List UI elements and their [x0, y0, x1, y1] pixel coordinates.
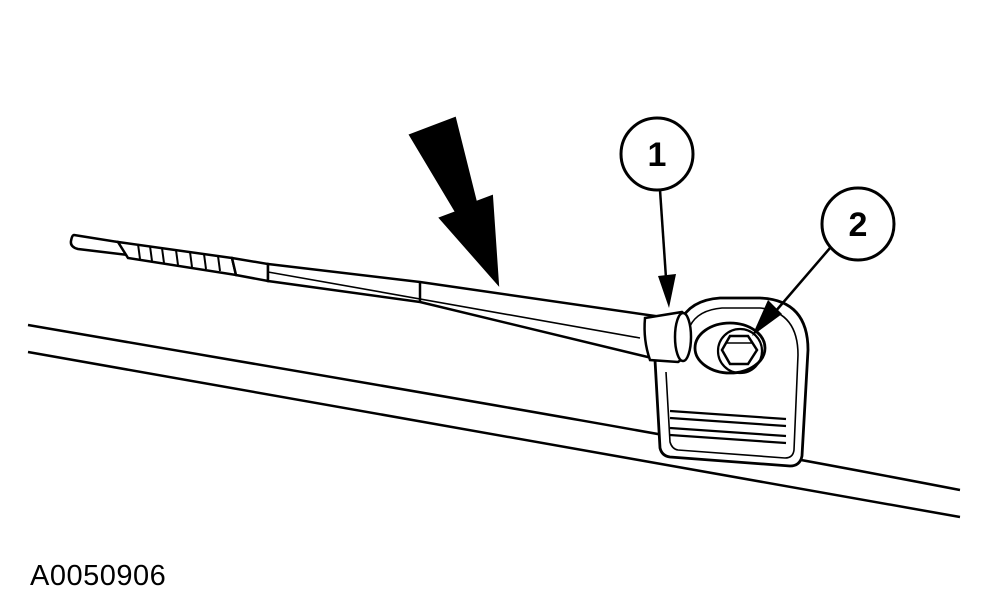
- callout-2-circle: [820, 186, 896, 262]
- cowl-top-edge: [27, 323, 961, 492]
- rib-2-top: [669, 426, 787, 438]
- nut-washer: [716, 327, 764, 375]
- arm-body: [266, 262, 662, 362]
- nut-hex: [720, 334, 759, 366]
- grip-ridges: [137, 243, 221, 272]
- callout-1-arrowhead: [658, 274, 676, 308]
- rib-1-bottom: [669, 416, 787, 428]
- callout-2-label: 2: [849, 206, 868, 244]
- callout-2: 2: [752, 186, 896, 336]
- pivot-nut: [716, 327, 764, 375]
- collar-rim: [673, 311, 693, 363]
- cowl-panel: [27, 323, 961, 519]
- wiper-pivot-bracket: [653, 296, 810, 468]
- callout-1-label: 1: [648, 136, 667, 174]
- bracket-inner-outline: [665, 307, 799, 459]
- callout-2-leader: [774, 247, 831, 313]
- callout-1: 1: [619, 116, 695, 308]
- arm-sleeve: [230, 256, 270, 283]
- bracket-ribs: [669, 409, 787, 445]
- cowl-bottom-edge: [27, 350, 961, 519]
- arm-underside-line: [267, 271, 641, 339]
- wiper-arm: [69, 233, 767, 375]
- callout-2-arrowhead: [752, 300, 782, 336]
- rib-2-bottom: [669, 433, 787, 445]
- direction-arrow: [408, 116, 500, 287]
- callout-1-circle: [619, 116, 695, 192]
- arm-tip-connector: [69, 233, 131, 257]
- rib-1-top: [669, 409, 787, 421]
- callout-1-leader: [658, 189, 668, 279]
- figure-id-label: A0050906: [30, 560, 167, 592]
